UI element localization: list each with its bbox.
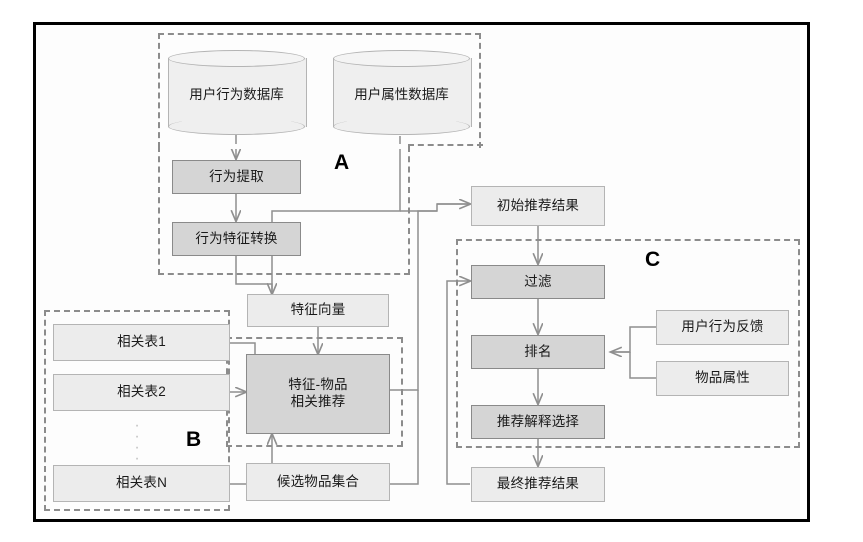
cylinder-top	[333, 50, 470, 67]
group-c-box	[456, 239, 800, 448]
node-label-line2: 相关推荐	[290, 394, 346, 409]
node-label: 相关表N	[115, 475, 168, 491]
node-feature-item-recommendation[interactable]: 特征-物品 相关推荐	[246, 354, 390, 434]
node-label: 候选物品集合	[276, 473, 360, 489]
node-label: 最终推荐结果	[496, 476, 580, 492]
node-filter[interactable]: 过滤	[471, 265, 605, 299]
node-label: 相关表2	[117, 384, 166, 400]
cylinder-bottom	[168, 118, 305, 135]
node-relation-table-n[interactable]: 相关表N	[53, 465, 230, 502]
node-final-recommendation-result[interactable]: 最终推荐结果	[471, 467, 605, 502]
node-label: 初始推荐结果	[496, 197, 580, 213]
node-label: 过滤	[524, 273, 552, 289]
cylinder-body	[168, 58, 307, 127]
node-behavior-feature-transform[interactable]: 行为特征转换	[172, 222, 301, 256]
node-user-behavior-feedback[interactable]: 用户行为反馈	[656, 310, 789, 345]
node-label: 物品属性	[695, 370, 750, 386]
dot: ·	[134, 450, 140, 467]
group-a-label: A	[334, 151, 350, 174]
node-user-behavior-db[interactable]: 用户行为数据库	[168, 50, 307, 135]
node-label: 行为提取	[209, 168, 264, 184]
node-recommendation-explanation-selection[interactable]: 推荐解释选择	[471, 405, 605, 439]
dot: ·	[134, 417, 140, 434]
dot: ·	[134, 428, 140, 445]
node-label: 排名	[524, 343, 552, 359]
group-b-label: B	[186, 428, 202, 451]
dot: ·	[134, 439, 140, 456]
node-label: 行为特征转换	[195, 230, 278, 246]
node-relation-table-2[interactable]: 相关表2	[53, 374, 230, 411]
node-relation-table-1[interactable]: 相关表1	[53, 324, 230, 361]
ellipsis-marker: · · · ·	[130, 417, 144, 467]
node-feature-vector[interactable]: 特征向量	[247, 294, 389, 327]
cylinder-body	[333, 58, 472, 127]
node-user-attr-db[interactable]: 用户属性数据库	[333, 50, 472, 135]
cylinder-bottom	[333, 118, 470, 135]
node-behavior-extract[interactable]: 行为提取	[172, 160, 301, 194]
cylinder-top	[168, 50, 305, 67]
node-label: 相关表1	[117, 334, 166, 350]
group-a-box-lower	[158, 146, 410, 275]
group-a-seam	[160, 144, 408, 149]
node-label: 用户行为反馈	[681, 319, 764, 335]
node-label: 特征向量	[290, 302, 346, 318]
group-a-box	[158, 33, 481, 148]
node-candidate-item-set[interactable]: 候选物品集合	[246, 463, 390, 501]
node-item-attributes[interactable]: 物品属性	[656, 361, 789, 396]
node-label: 用户行为数据库	[189, 86, 284, 102]
node-ranking[interactable]: 排名	[471, 335, 605, 369]
group-a-notch	[408, 144, 483, 150]
node-label-line1: 特征-物品	[288, 377, 348, 393]
group-c-label: C	[645, 248, 661, 271]
node-label: 推荐解释选择	[496, 413, 580, 429]
node-label: 用户属性数据库	[354, 86, 449, 102]
node-initial-recommendation-result[interactable]: 初始推荐结果	[471, 186, 605, 226]
